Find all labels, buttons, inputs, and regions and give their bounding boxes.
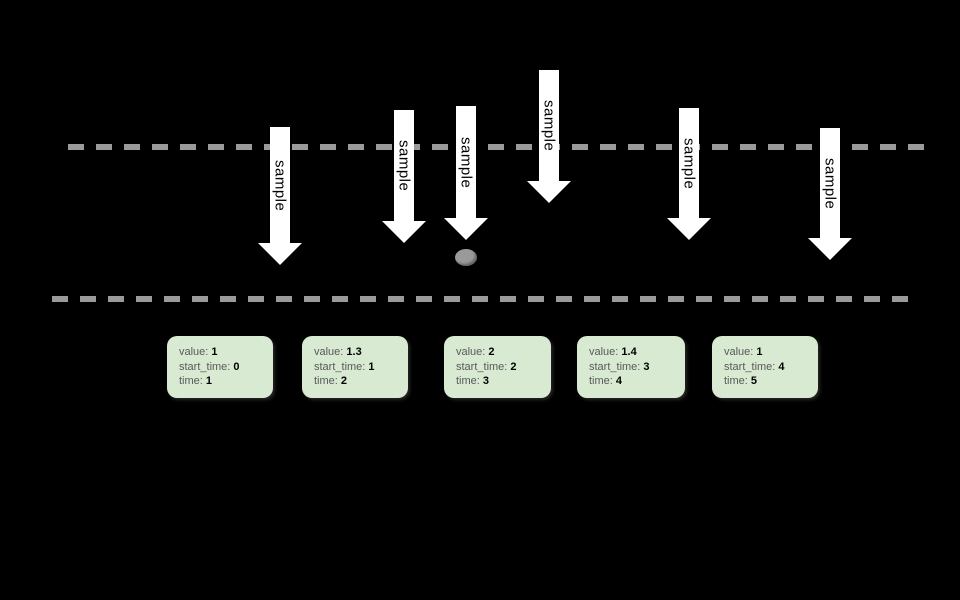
field-value: 1 [211, 346, 218, 358]
card-line: time: 5 [724, 374, 812, 389]
card-line: start_time: 0 [179, 360, 267, 375]
field-value: 1 [756, 346, 763, 358]
card-line: start_time: 2 [456, 360, 545, 375]
sample-arrow-label: sample [271, 159, 289, 212]
sample-arrow-6: sample [808, 128, 852, 260]
metric-record-card-5: value: 1 start_time: 4 time: 5 [712, 336, 818, 398]
sample-arrow-label: sample [821, 157, 839, 210]
field-value: 1.3 [346, 346, 362, 358]
arrow-down-head-icon [444, 218, 488, 240]
field-label: time: [314, 375, 338, 388]
metric-record-card-3: value: 2 start_time: 2 time: 3 [444, 336, 551, 398]
field-value: 1 [205, 375, 213, 388]
field-label: value: [314, 346, 344, 358]
field-value: 3 [482, 375, 490, 388]
arrow-down-head-icon [667, 218, 711, 240]
field-value: 2 [340, 375, 348, 388]
card-line: value: 1.3 [314, 345, 402, 360]
sample-arrow-5: sample [667, 108, 711, 240]
sample-arrow-4: sample [527, 70, 571, 203]
field-label: time: [589, 375, 613, 388]
card-line: value: 1 [179, 345, 267, 360]
field-value: 4 [778, 360, 785, 373]
lower-dashed-boundary-line [52, 296, 910, 302]
card-line: value: 1 [724, 345, 812, 360]
card-line: start_time: 1 [314, 360, 402, 375]
card-line: time: 4 [589, 374, 679, 389]
sample-arrow-label: sample [395, 140, 413, 192]
field-value: 5 [750, 375, 758, 388]
field-label: time: [179, 375, 203, 388]
arrow-body [456, 106, 476, 219]
field-label: value: [589, 346, 619, 358]
sample-arrow-label: sample [457, 136, 475, 189]
field-value: 1.4 [621, 346, 637, 358]
sample-arrow-2: sample [382, 110, 426, 243]
field-label: start_time: [589, 360, 641, 373]
arrow-down-head-icon [808, 238, 852, 260]
field-label: start_time: [179, 360, 231, 373]
field-label: value: [456, 346, 486, 358]
arrow-body [539, 70, 559, 182]
field-label: start_time: [724, 360, 776, 373]
upper-dashed-boundary-line [68, 144, 926, 150]
metric-record-card-2: value: 1.3 start_time: 1 time: 2 [302, 336, 408, 398]
sample-arrow-1: sample [258, 127, 302, 265]
sample-arrow-3: sample [444, 106, 488, 240]
field-label: value: [179, 346, 209, 358]
arrow-down-head-icon [527, 181, 571, 203]
field-label: value: [724, 346, 754, 358]
card-line: value: 2 [456, 345, 545, 360]
card-line: time: 2 [314, 374, 402, 389]
card-line: start_time: 3 [589, 360, 679, 375]
field-value: 0 [233, 360, 240, 373]
arrow-down-head-icon [382, 221, 426, 243]
field-label: time: [456, 375, 480, 388]
field-label: start_time: [314, 360, 366, 373]
field-label: time: [724, 375, 748, 388]
card-line: time: 3 [456, 374, 545, 389]
arrow-body [820, 128, 840, 239]
metric-record-card-4: value: 1.4 start_time: 3 time: 4 [577, 336, 685, 398]
sample-point-dot [455, 249, 477, 266]
metric-record-card-1: value: 1 start_time: 0 time: 1 [167, 336, 273, 398]
card-line: time: 1 [179, 374, 267, 389]
field-value: 3 [643, 360, 650, 373]
sample-arrow-label: sample [540, 100, 558, 152]
field-value: 1 [368, 360, 375, 373]
field-value: 2 [488, 346, 495, 358]
card-line: start_time: 4 [724, 360, 812, 375]
field-value: 2 [510, 360, 517, 373]
arrow-body [394, 110, 414, 222]
card-line: value: 1.4 [589, 345, 679, 360]
arrow-body [270, 127, 290, 244]
sample-arrow-label: sample [680, 137, 698, 190]
field-value: 4 [615, 375, 623, 388]
field-label: start_time: [456, 360, 508, 373]
arrow-body [679, 108, 699, 219]
arrow-down-head-icon [258, 243, 302, 265]
